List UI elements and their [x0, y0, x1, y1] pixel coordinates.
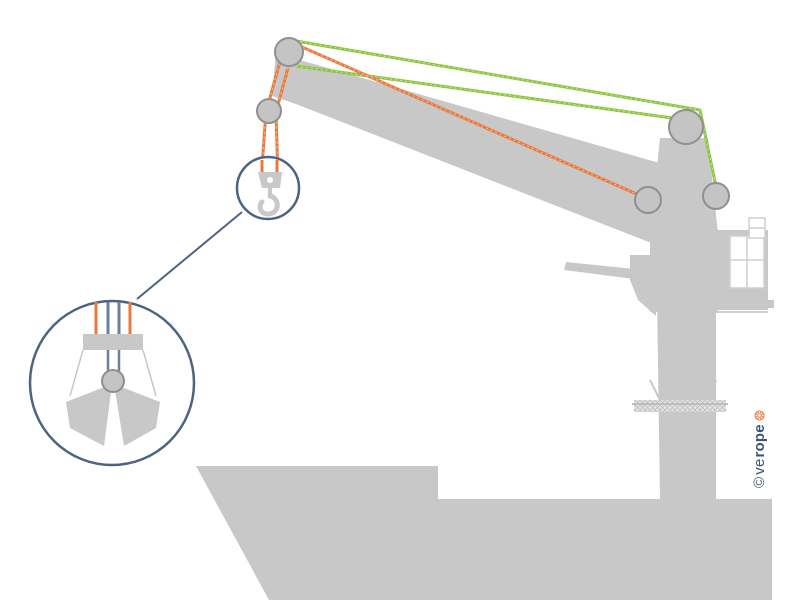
sheave-icon	[634, 186, 662, 214]
rope-system	[259, 38, 720, 201]
brand-name: rope	[751, 424, 768, 458]
crane-boom	[272, 52, 684, 248]
verope-brand-label: ©verope	[751, 410, 768, 488]
brand-prefix: ve	[751, 458, 768, 475]
copyright-symbol: ©	[751, 476, 768, 488]
grab-bucket-icon	[66, 334, 160, 446]
hoist-rope-orange	[259, 38, 649, 201]
ship-hull	[196, 466, 772, 600]
crane-cabin	[650, 217, 774, 313]
crane-hook-icon	[257, 172, 282, 217]
sheave-icon	[702, 182, 730, 210]
side-arm	[564, 262, 644, 280]
sheave-icon	[256, 98, 282, 124]
sheave-icon	[274, 37, 304, 67]
walkway-platform	[632, 379, 728, 412]
sheave-icon	[668, 109, 704, 145]
grab-callout	[28, 299, 196, 467]
orange-rope-cross-section-icon	[754, 410, 765, 421]
sheaves	[256, 37, 730, 214]
hook-callout	[136, 155, 301, 300]
